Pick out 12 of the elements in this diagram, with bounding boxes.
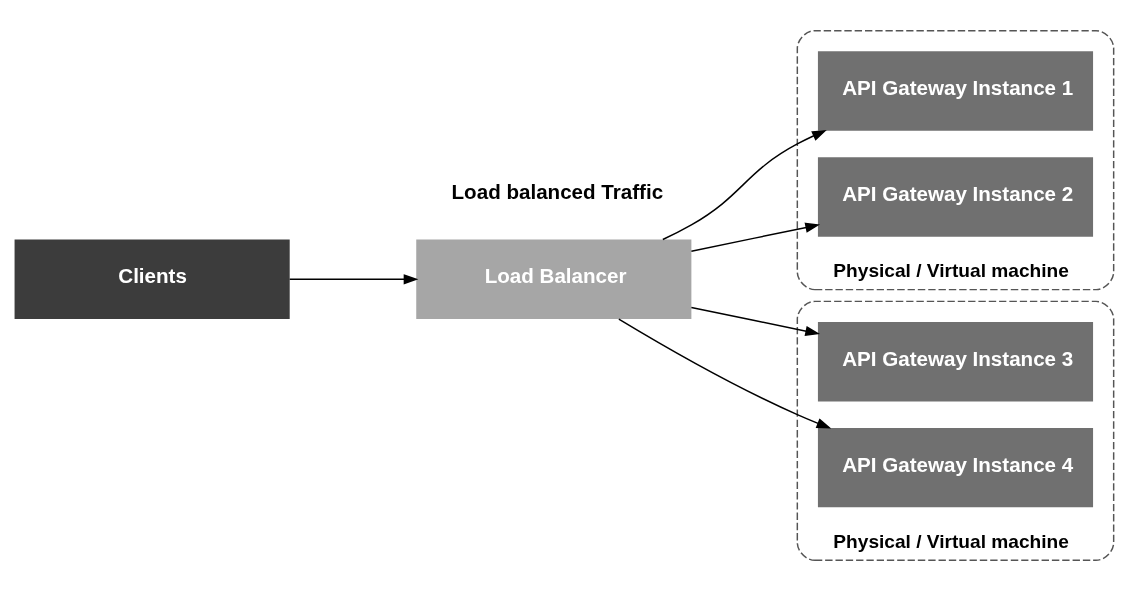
- node-box: API Gateway Instance 4: [817, 427, 1094, 508]
- node-box: API Gateway Instance 1: [817, 51, 1094, 131]
- arrow: [288, 274, 419, 285]
- node-box: API Gateway Instance 2: [817, 157, 1094, 237]
- arrow: [662, 129, 827, 241]
- arrow: [690, 306, 821, 337]
- node-box: Clients: [14, 239, 290, 320]
- arrow: [690, 222, 821, 252]
- arrow: [618, 318, 832, 429]
- label: Load balanced Traffic: [451, 180, 664, 204]
- node-box: Load Balancer: [416, 239, 692, 320]
- node-box: API Gateway Instance 3: [817, 322, 1094, 402]
